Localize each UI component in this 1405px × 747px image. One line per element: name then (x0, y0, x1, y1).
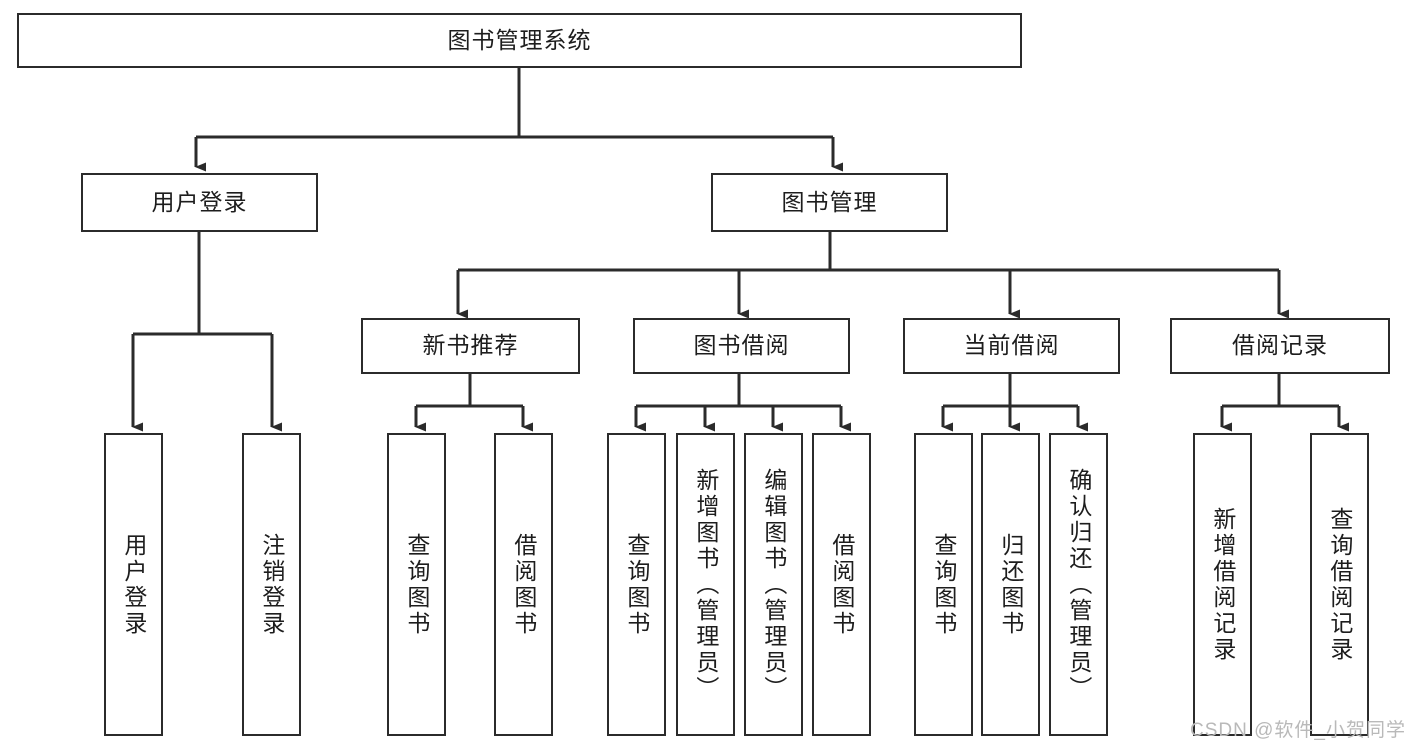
node-leaf-query-book-3[interactable]: 查询图书 (914, 433, 973, 736)
node-leaf-borrow-book-2-label: 借阅图书 (828, 532, 855, 637)
node-current-borrow-label: 当前借阅 (963, 332, 1060, 359)
node-leaf-query-book-3-label: 查询图书 (930, 532, 957, 637)
node-book-manage[interactable]: 图书管理 (711, 173, 948, 232)
node-leaf-add-book-label: 新增图书（管理员） (692, 467, 719, 702)
node-new-book-recommend[interactable]: 新书推荐 (361, 318, 580, 374)
node-leaf-add-record-label: 新增借阅记录 (1209, 506, 1236, 663)
node-user-login-label: 用户登录 (151, 188, 248, 215)
node-leaf-edit-book[interactable]: 编辑图书（管理员） (744, 433, 803, 736)
node-leaf-logout-login-label: 注销登录 (258, 532, 285, 637)
node-book-manage-label: 图书管理 (781, 188, 878, 215)
node-root[interactable]: 图书管理系统 (17, 13, 1022, 68)
node-leaf-borrow-book-2[interactable]: 借阅图书 (812, 433, 871, 736)
node-root-label: 图书管理系统 (447, 26, 592, 53)
node-leaf-borrow-book-1-label: 借阅图书 (510, 532, 537, 637)
node-leaf-query-record[interactable]: 查询借阅记录 (1310, 433, 1369, 736)
node-borrow-record-label: 借阅记录 (1232, 332, 1328, 359)
node-leaf-user-login-label: 用户登录 (120, 532, 147, 637)
node-leaf-add-record[interactable]: 新增借阅记录 (1193, 433, 1252, 736)
node-book-borrow-label: 图书借阅 (693, 332, 790, 359)
node-borrow-record[interactable]: 借阅记录 (1170, 318, 1390, 374)
node-leaf-borrow-book-1[interactable]: 借阅图书 (494, 433, 553, 736)
node-new-book-recommend-label: 新书推荐 (422, 332, 519, 359)
node-leaf-edit-book-label: 编辑图书（管理员） (760, 467, 787, 702)
node-leaf-query-book-1-label: 查询图书 (403, 532, 430, 637)
node-leaf-user-login[interactable]: 用户登录 (104, 433, 163, 736)
node-leaf-query-book-2[interactable]: 查询图书 (607, 433, 666, 736)
node-leaf-confirm-return-label: 确认归还（管理员） (1065, 467, 1092, 702)
node-leaf-confirm-return[interactable]: 确认归还（管理员） (1049, 433, 1108, 736)
node-leaf-return-book[interactable]: 归还图书 (981, 433, 1040, 736)
node-current-borrow[interactable]: 当前借阅 (903, 318, 1120, 374)
node-leaf-query-book-2-label: 查询图书 (623, 532, 650, 637)
node-user-login[interactable]: 用户登录 (81, 173, 318, 232)
node-leaf-add-book[interactable]: 新增图书（管理员） (676, 433, 735, 736)
node-leaf-logout-login[interactable]: 注销登录 (242, 433, 301, 736)
node-book-borrow[interactable]: 图书借阅 (633, 318, 850, 374)
node-leaf-query-record-label: 查询借阅记录 (1326, 506, 1353, 663)
node-leaf-query-book-1[interactable]: 查询图书 (387, 433, 446, 736)
node-leaf-return-book-label: 归还图书 (997, 532, 1024, 637)
